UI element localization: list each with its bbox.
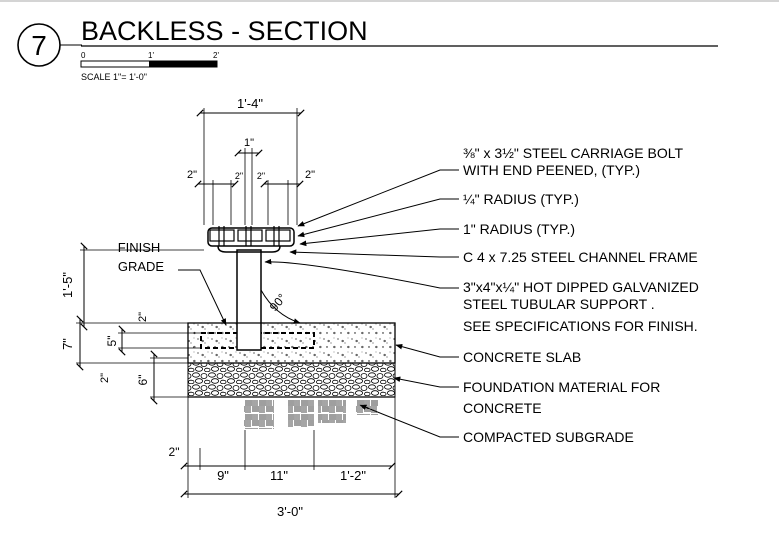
concrete-slab: [187, 322, 396, 364]
dim-base-offset: 2": [169, 445, 180, 459]
dim-edge-right: 2": [305, 169, 315, 181]
dim-frame-depth: 5": [105, 336, 119, 347]
bench-section: [76, 108, 403, 498]
callout-carriage-bolt-1: ⅜" x 3½" STEEL CARRIAGE BOLT: [463, 145, 683, 161]
angle-label: 90°: [267, 291, 290, 314]
extension-lines: [76, 108, 396, 498]
finish-grade-leader: [178, 269, 227, 326]
callout-foundation-2: CONCRETE: [463, 400, 542, 416]
callout-quarter-radius: ¼" RADIUS (TYP.): [463, 191, 579, 207]
scale-tick-0: 0: [81, 51, 86, 60]
dim-top-width: 1'-4": [237, 96, 263, 111]
subgrade-hatch-2: [288, 399, 314, 427]
angle-arc: [260, 289, 301, 324]
dimension-lines: [76, 109, 403, 498]
finish-grade-label-1: FINISH: [118, 240, 161, 255]
finish-grade-label-2: GRADE: [118, 259, 165, 274]
scale-bar-fill: [149, 61, 217, 67]
dim-gravel-offset: 2": [99, 373, 111, 383]
seat-slat-2: [237, 229, 263, 242]
dim-frame-cover: 2": [137, 312, 149, 322]
dim-inner-left: 2": [235, 171, 243, 181]
callout-leaders: [264, 169, 459, 438]
subgrade-hatch-4: [356, 399, 378, 415]
scale-label: SCALE 1"= 1'-0": [81, 72, 147, 82]
detail-title: BACKLESS - SECTION: [81, 16, 368, 46]
dim-bolt-gap: 1": [244, 137, 254, 149]
dim-height-above-grade: 1'-5": [60, 272, 75, 298]
seat-slat-1: [209, 229, 235, 242]
dim-overall-width: 3'-0": [277, 504, 303, 519]
callout-tubular-support-1: 3"x4"x¼" HOT DIPPED GALVANIZED: [463, 279, 699, 295]
dim-base-mid: 11": [270, 468, 288, 483]
callout-one-inch-radius: 1" RADIUS (TYP.): [463, 221, 575, 237]
scale-tick-1: 1': [148, 51, 154, 60]
subgrade-hatch-3: [318, 399, 346, 423]
dim-base-left: 9": [217, 468, 229, 483]
callout-concrete-slab: CONCRETE SLAB: [463, 349, 581, 365]
callout-tubular-support-3: SEE SPECIFICATIONS FOR FINISH.: [463, 318, 698, 334]
seat-slat-3: [265, 229, 291, 242]
callout-compacted-subgrade: COMPACTED SUBGRADE: [463, 429, 634, 445]
frame-radius: [217, 245, 281, 253]
foundation-material: [187, 362, 396, 398]
dim-inner-right: 2": [257, 171, 265, 181]
callout-foundation-1: FOUNDATION MATERIAL FOR: [463, 379, 660, 395]
dim-edge-left: 2": [187, 169, 197, 181]
scale-tick-2: 2': [213, 51, 219, 60]
dim-slab-thickness: 7": [60, 338, 75, 350]
callout-channel-frame: C 4 x 7.25 STEEL CHANNEL FRAME: [463, 249, 698, 265]
dim-gravel-depth: 6": [136, 375, 150, 386]
dim-base-right: 1'-2": [340, 468, 366, 483]
tubular-support: [236, 249, 262, 351]
callout-carriage-bolt-2: WITH END PEENED, (TYP.): [463, 162, 640, 178]
callout-tubular-support-2: STEEL TUBULAR SUPPORT .: [463, 296, 655, 312]
subgrade-hatch-1: [244, 399, 274, 429]
carriage-bolts: [218, 226, 280, 246]
detail-number: 7: [31, 30, 47, 61]
